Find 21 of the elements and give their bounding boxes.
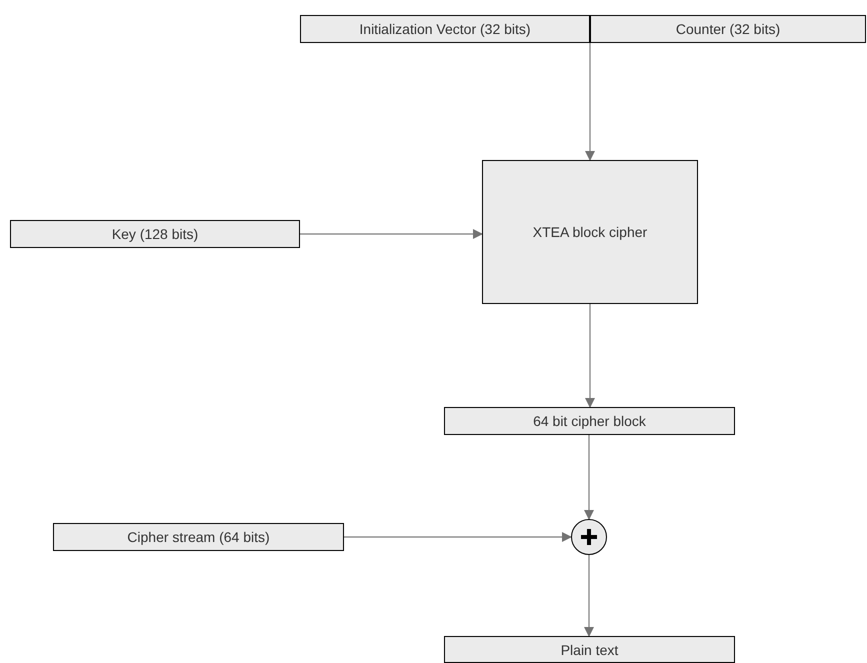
arrow (344, 532, 572, 542)
arrow (584, 435, 594, 520)
process-box (590, 15, 866, 43)
arrow (585, 304, 595, 408)
process-box (482, 160, 698, 304)
node-label: Cipher stream (64 bits) (127, 529, 270, 545)
node-label: XTEA block cipher (532, 224, 648, 240)
node-label: Initialization Vector (32 bits) (359, 21, 531, 37)
process-box (444, 636, 735, 663)
node-label: Key (128 bits) (112, 226, 198, 242)
node-label: 64 bit cipher block (533, 413, 646, 429)
arrow (300, 229, 483, 239)
arrow (585, 43, 595, 161)
process-box (300, 15, 590, 43)
node-label: Counter (32 bits) (676, 21, 780, 37)
arrow (584, 555, 594, 637)
process-box (10, 220, 300, 248)
node-label: Plain text (560, 642, 618, 658)
xor-circle (571, 519, 607, 555)
process-box (53, 523, 344, 551)
process-box (444, 407, 735, 435)
